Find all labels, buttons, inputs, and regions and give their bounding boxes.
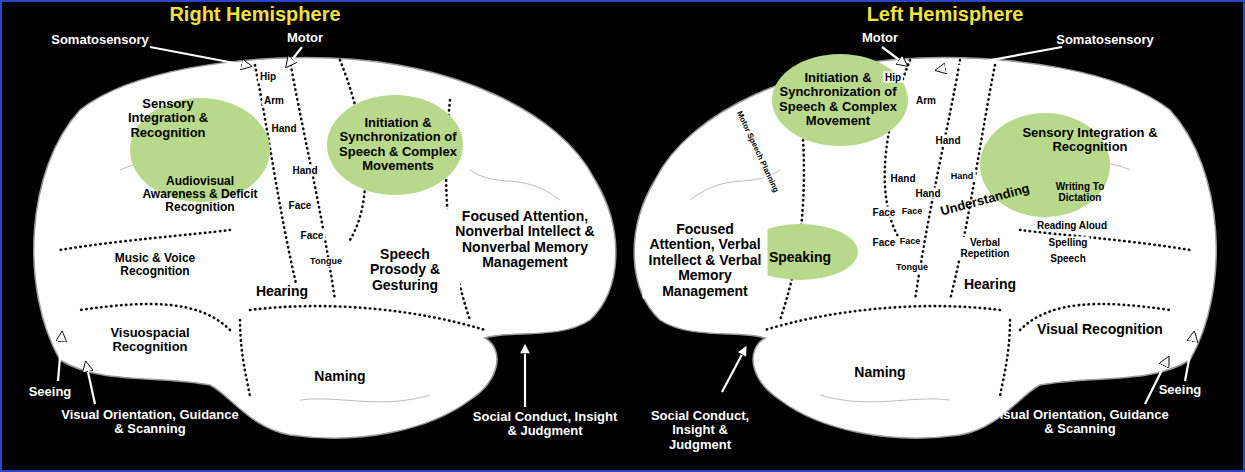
region-label: Tongue: [308, 257, 344, 267]
region-label: Hip: [883, 72, 903, 83]
pointer-label: Motor: [862, 31, 898, 45]
region-label: Face: [898, 237, 923, 247]
region-label: Naming: [852, 365, 907, 380]
pointer-arrow: [86, 363, 95, 404]
right-brain-outline: [34, 58, 616, 438]
highlight-label: Writing To Dictation: [1040, 181, 1120, 203]
region-label: Music & Voice Recognition: [95, 252, 215, 278]
region-label: Speech: [1048, 253, 1088, 264]
highlight-ellipses: [130, 54, 1110, 280]
pointer-arrow: [1185, 333, 1194, 381]
region-label: Arm: [262, 95, 286, 106]
region-label: Hand: [914, 188, 943, 199]
hemisphere-heading: Left Hemisphere: [867, 3, 1024, 25]
region-label: Speech Prosody & Gesturing: [350, 247, 460, 293]
region-label: Visuospacial Recognition: [90, 326, 210, 355]
highlight-ellipse: [772, 54, 908, 146]
highlight-label: Initiation & Synchronization of Speech &…: [776, 71, 901, 128]
region-label: Focused Attention, Verbal Intellect & Ve…: [643, 222, 768, 299]
pointer-arrow: [882, 47, 906, 65]
highlight-label: Audiovisual Awareness & Deficit Recognit…: [135, 175, 265, 215]
region-label: Face: [299, 230, 326, 241]
pointer-label: Seeing: [1159, 383, 1202, 397]
pointer-arrow: [150, 47, 250, 66]
highlight-label: Sensory Integration & Recognition: [1020, 126, 1160, 155]
pointer-label: Visual Orientation, Guidance & Scanning: [60, 408, 240, 437]
region-label: Hearing: [254, 284, 310, 299]
highlight-label: Sensory Integration & Recognition: [113, 97, 223, 140]
pointer-arrow: [722, 347, 746, 392]
region-label: Hip: [258, 71, 278, 82]
pointer-label: Social Conduct, Insight & Judgment: [470, 410, 620, 439]
region-label: Motor Speech Planning: [733, 108, 780, 196]
region-label: Face: [900, 207, 925, 217]
pointer-label: Visual Orientation, Guidance & Scanning: [990, 408, 1170, 437]
pointer-label: Social Conduct, Insight & Judgment: [650, 409, 750, 452]
pointer-label: Somatosensory: [1056, 33, 1154, 47]
region-label: Face: [871, 207, 898, 218]
region-label: Arm: [914, 95, 938, 106]
region-label: Hand: [291, 165, 320, 176]
left-brain-outline: [634, 58, 1216, 438]
hemisphere-heading: Right Hemisphere: [169, 3, 340, 25]
pointer-arrow: [524, 345, 526, 407]
pointer-arrow: [937, 47, 1062, 70]
pointer-arrows: [58, 47, 1194, 407]
region-label: Spelling: [1047, 237, 1090, 248]
pointer-label: Seeing: [29, 385, 72, 399]
region-label: Verbal Repetition: [950, 237, 1020, 259]
region-label: Visual Recognition: [1035, 322, 1165, 337]
region-label: Naming: [312, 369, 367, 384]
region-label: Reading Aloud: [1035, 220, 1109, 231]
region-label: Hearing: [962, 277, 1018, 292]
pointer-label: Somatosensory: [51, 33, 149, 47]
pointer-arrow: [58, 333, 62, 381]
pointer-label: Motor: [287, 31, 323, 45]
highlight-label: Speaking: [769, 250, 831, 265]
region-label: Face: [287, 200, 314, 211]
region-label: Hand: [270, 123, 299, 134]
region-label: Face: [871, 237, 898, 248]
region-label: Hand: [934, 135, 963, 146]
pointer-arrow: [287, 47, 302, 66]
region-label: Focused Attention, Nonverbal Intellect &…: [445, 209, 605, 271]
highlight-label: Understanding: [939, 181, 1031, 219]
region-label: Tongue: [894, 263, 930, 273]
highlight-label: Initiation & Synchronization of Speech &…: [328, 116, 468, 173]
region-label: Hand: [889, 173, 918, 184]
pointer-arrow: [1145, 358, 1168, 404]
region-label: Hand: [949, 172, 976, 182]
